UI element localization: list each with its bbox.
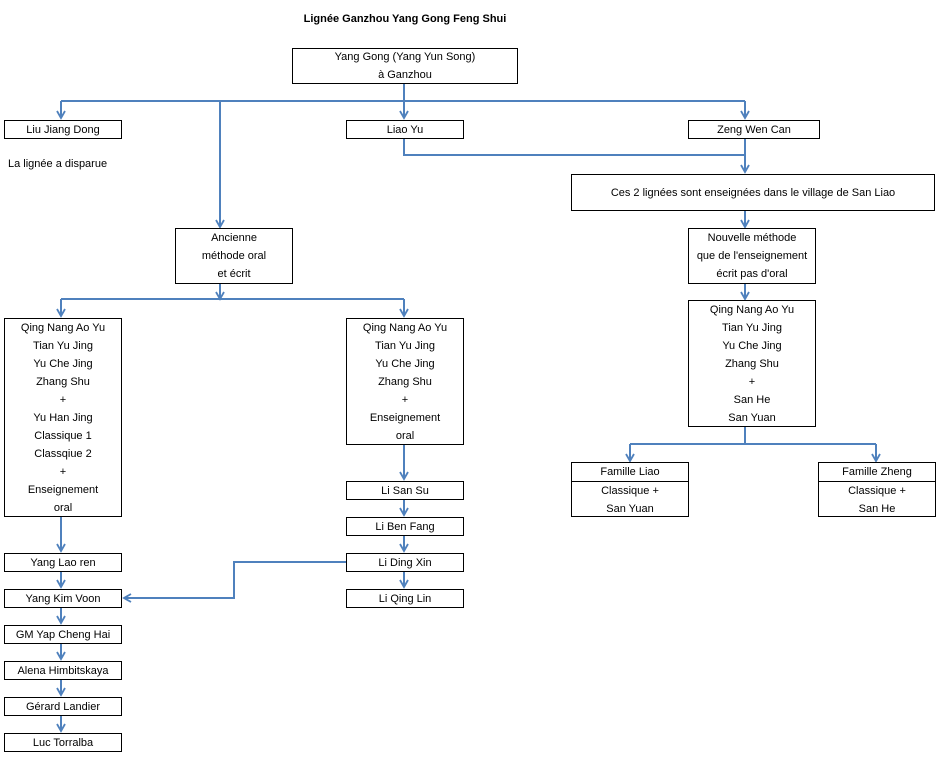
famille-liao-line-1: Classique +: [601, 485, 659, 497]
texts-right-line: San He: [733, 393, 771, 406]
famille-liao-box: Famille Liao Classique + San Yuan: [571, 462, 689, 517]
texts-right-line: Yu Che Jing: [722, 339, 782, 352]
texts-left-line: +: [59, 465, 67, 478]
yang-kim-voon-label: Yang Kim Voon: [25, 592, 101, 605]
gerard-landier-label: Gérard Landier: [26, 700, 100, 713]
famille-liao-line-2: San Yuan: [606, 503, 654, 515]
luc-torralba-box: Luc Torralba: [4, 733, 122, 752]
texts-mid-box: Qing Nang Ao Yu Tian Yu Jing Yu Che Jing…: [346, 318, 464, 445]
liu-jiang-dong-box: Liu Jiang Dong: [4, 120, 122, 139]
luc-torralba-label: Luc Torralba: [32, 736, 94, 749]
famille-zheng-line-1: Classique +: [848, 485, 906, 497]
texts-right-line: Qing Nang Ao Yu: [709, 303, 795, 316]
texts-left-line: +: [59, 393, 67, 406]
texts-mid-line: Enseignement: [369, 411, 441, 424]
liao-yu-label: Liao Yu: [386, 123, 424, 136]
li-san-su-box: Li San Su: [346, 481, 464, 500]
liu-jiang-dong-label: Liu Jiang Dong: [26, 123, 100, 136]
lineage-disappeared-note: La lignée a disparue: [8, 158, 108, 170]
li-ben-fang-label: Li Ben Fang: [375, 520, 435, 533]
yang-lao-ren-label: Yang Lao ren: [30, 556, 96, 569]
texts-right-line: +: [748, 375, 756, 388]
root-line-1: Yang Gong (Yang Yun Song): [334, 51, 476, 63]
texts-mid-line: Qing Nang Ao Yu: [362, 321, 448, 334]
ancienne-methode-box: Ancienne méthode oral et écrit: [175, 228, 293, 284]
zeng-wen-can-label: Zeng Wen Can: [717, 123, 791, 136]
texts-right-box: Qing Nang Ao Yu Tian Yu Jing Yu Che Jing…: [688, 300, 816, 427]
yang-lao-ren-box: Yang Lao ren: [4, 553, 122, 572]
ancienne-line-1: Ancienne: [211, 232, 257, 244]
texts-right-line: Tian Yu Jing: [722, 321, 782, 334]
texts-mid-line: Tian Yu Jing: [375, 339, 435, 352]
root-line-2: à Ganzhou: [378, 69, 432, 81]
ancienne-line-3: et écrit: [217, 268, 251, 280]
famille-zheng-line-2: San He: [858, 503, 896, 515]
root-yang-gong-box: Yang Gong (Yang Yun Song) à Ganzhou: [292, 48, 518, 84]
yang-kim-voon-box: Yang Kim Voon: [4, 589, 122, 608]
liao-yu-box: Liao Yu: [346, 120, 464, 139]
texts-right-line: Zhang Shu: [725, 357, 779, 370]
texts-left-line: Classique 1: [34, 429, 92, 442]
nouvelle-line-3: écrit pas d'oral: [716, 268, 788, 280]
san-liao-note-box: Ces 2 lignées sont enseignées dans le vi…: [571, 174, 935, 211]
texts-left-line: Zhang Shu: [36, 375, 90, 388]
texts-left-line: Qing Nang Ao Yu: [20, 321, 106, 334]
alena-himbitskaya-box: Alena Himbitskaya: [4, 661, 122, 680]
li-qing-lin-label: Li Qing Lin: [378, 592, 432, 605]
texts-mid-line: +: [401, 393, 409, 406]
texts-left-line: Enseignement: [27, 483, 99, 496]
li-ding-xin-box: Li Ding Xin: [346, 553, 464, 572]
nouvelle-line-2: que de l'enseignement: [696, 250, 808, 262]
li-san-su-label: Li San Su: [381, 484, 429, 497]
famille-zheng-box: Famille Zheng Classique + San He: [818, 462, 936, 517]
texts-left-line: Classqiue 2: [34, 447, 92, 460]
li-ben-fang-box: Li Ben Fang: [346, 517, 464, 536]
gerard-landier-box: Gérard Landier: [4, 697, 122, 716]
alena-himbitskaya-label: Alena Himbitskaya: [17, 664, 109, 677]
li-ding-xin-label: Li Ding Xin: [378, 556, 432, 569]
texts-left-line: Tian Yu Jing: [33, 339, 93, 352]
texts-left-line: Yu Che Jing: [33, 357, 93, 370]
diagram-title: Lignée Ganzhou Yang Gong Feng Shui: [303, 13, 507, 25]
li-qing-lin-box: Li Qing Lin: [346, 589, 464, 608]
famille-liao-title: Famille Liao: [572, 463, 688, 482]
gm-yap-cheng-hai-label: GM Yap Cheng Hai: [15, 628, 111, 641]
zeng-wen-can-box: Zeng Wen Can: [688, 120, 820, 139]
texts-mid-line: oral: [395, 429, 415, 442]
texts-right-line: San Yuan: [728, 411, 776, 424]
texts-left-line: Yu Han Jing: [33, 411, 93, 424]
texts-mid-line: Yu Che Jing: [375, 357, 435, 370]
famille-zheng-title: Famille Zheng: [819, 463, 935, 482]
gm-yap-cheng-hai-box: GM Yap Cheng Hai: [4, 625, 122, 644]
nouvelle-line-1: Nouvelle méthode: [707, 232, 797, 244]
ancienne-line-2: méthode oral: [201, 250, 267, 262]
texts-mid-line: Zhang Shu: [378, 375, 432, 388]
nouvelle-methode-box: Nouvelle méthode que de l'enseignement é…: [688, 228, 816, 284]
san-liao-note-label: Ces 2 lignées sont enseignées dans le vi…: [610, 186, 896, 199]
texts-left-line: oral: [53, 501, 73, 514]
texts-left-box: Qing Nang Ao Yu Tian Yu Jing Yu Che Jing…: [4, 318, 122, 517]
